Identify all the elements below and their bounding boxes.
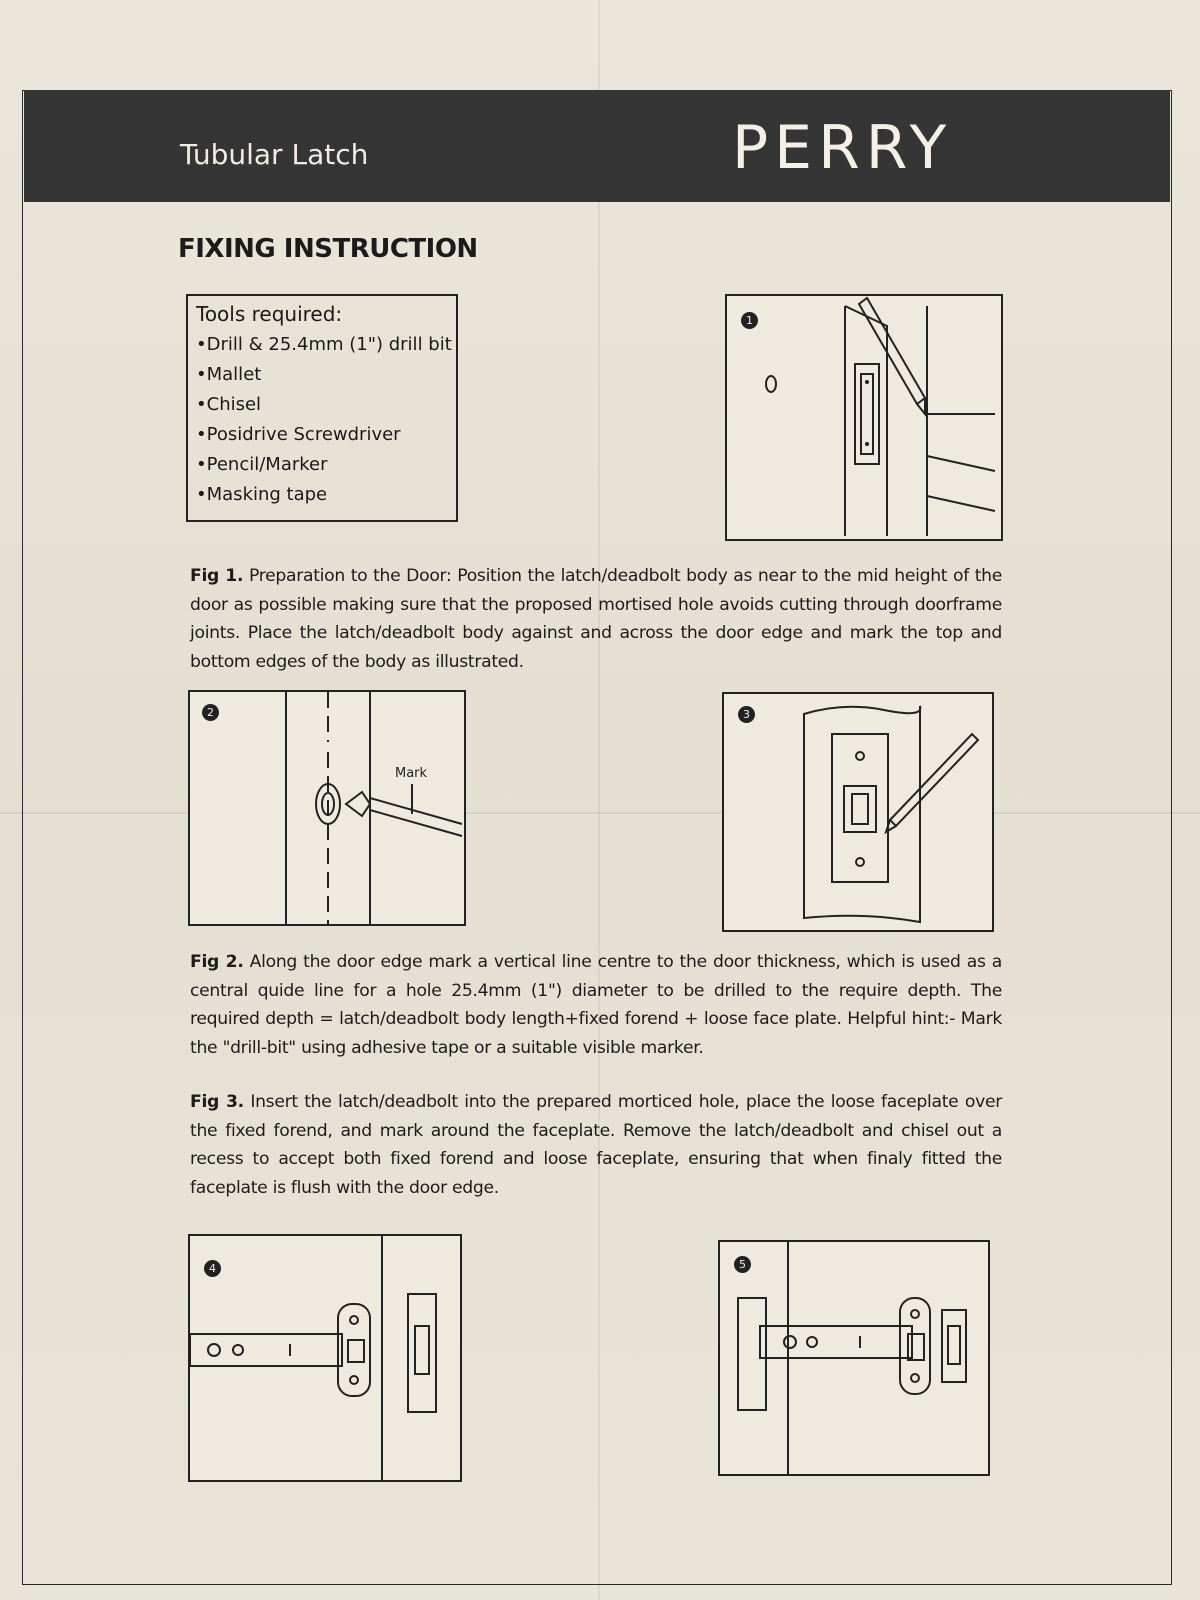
tools-heading: Tools required: xyxy=(196,302,343,326)
faceplate-marking-illustration xyxy=(803,705,980,924)
tool-item: Pencil/Marker xyxy=(196,450,456,480)
fig3-label: Fig 3. xyxy=(190,1092,244,1112)
fig3-text: Insert the latch/deadbolt into the prepa… xyxy=(190,1092,1003,1198)
door-marking-illustration xyxy=(765,296,996,536)
faceplate-fitting-illustration xyxy=(737,1242,967,1474)
figure-5: 5 xyxy=(718,1240,990,1476)
latch-insertion-illustration xyxy=(190,1236,437,1480)
figure-number-badge: 2 xyxy=(202,704,219,721)
drill-guide-illustration xyxy=(285,692,463,924)
fold-line-horizontal xyxy=(0,812,1200,814)
figure-number-badge: 4 xyxy=(204,1260,221,1277)
fig1-text: Preparation to the Door: Position the la… xyxy=(190,566,1002,672)
fig2-label: Fig 2. xyxy=(190,952,244,972)
figure-number-badge: 3 xyxy=(738,706,755,723)
brand-logo: PERRY xyxy=(732,113,953,183)
figure-number-badge: 1 xyxy=(741,312,758,329)
fig2-caption: Fig 2. Along the door edge mark a vertic… xyxy=(190,948,1002,1062)
fig1-label: Fig 1. xyxy=(190,566,244,586)
figure-1: 1 xyxy=(725,294,1003,541)
tools-list: Drill & 25.4mm (1") drill bit Mallet Chi… xyxy=(196,330,456,510)
figure-3: 3 xyxy=(722,692,994,932)
tool-item: Drill & 25.4mm (1") drill bit xyxy=(196,330,456,360)
figure-2: 2 Mark xyxy=(188,690,466,926)
fig3-caption: Fig 3. Insert the latch/deadbolt into th… xyxy=(190,1088,1002,1202)
figure-4: 4 xyxy=(188,1234,462,1482)
fig1-caption: Fig 1. Preparation to the Door: Position… xyxy=(190,562,1002,676)
fig2-text: Along the door edge mark a vertical line… xyxy=(190,952,1002,1058)
mark-label: Mark xyxy=(395,766,428,781)
fold-line-vertical xyxy=(598,0,600,1600)
header-bar xyxy=(24,90,1170,202)
tools-required-box: Tools required: Drill & 25.4mm (1") dril… xyxy=(186,294,458,522)
document-title: Tubular Latch xyxy=(180,138,369,171)
tool-item: Chisel xyxy=(196,390,456,420)
tool-item: Posidrive Screwdriver xyxy=(196,420,456,450)
section-title: FIXING INSTRUCTION xyxy=(178,234,478,264)
tool-item: Masking tape xyxy=(196,480,456,510)
figure-number-badge: 5 xyxy=(734,1256,751,1273)
tool-item: Mallet xyxy=(196,360,456,390)
